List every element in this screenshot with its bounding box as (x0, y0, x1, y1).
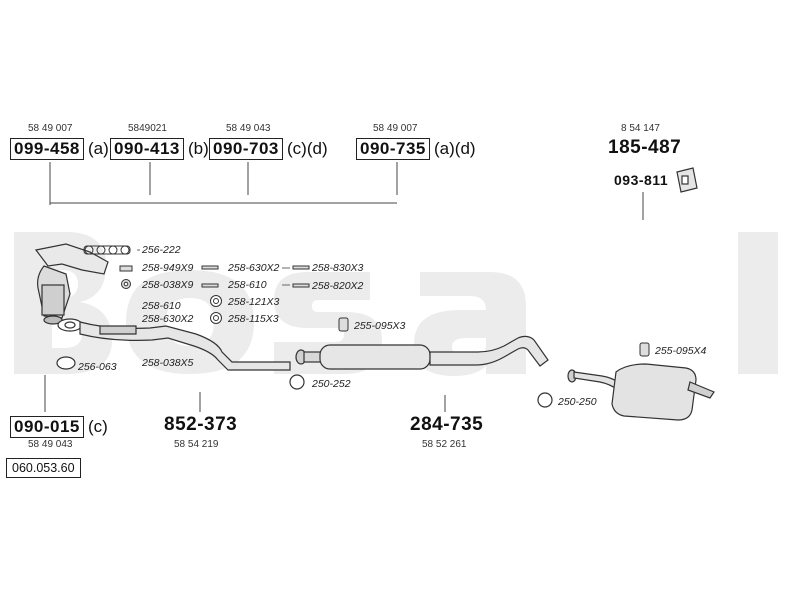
oe-number: 8 54 147 (621, 123, 660, 134)
part-label: 256-063 (78, 361, 117, 373)
part-label: 250-250 (558, 396, 597, 408)
part-label: 256-222 (142, 244, 181, 256)
oe-number: 58 52 261 (422, 439, 467, 450)
oe-number: 58 49 007 (28, 123, 73, 134)
clamp-icon (289, 374, 305, 390)
gasket-set-icon (83, 245, 131, 255)
oe-number: 58 49 007 (373, 123, 418, 134)
part-label: 258-830X3 (312, 262, 364, 274)
part-code-box[interactable]: 090-015 (10, 416, 84, 438)
front-pipe (56, 318, 291, 371)
part-suffix: (a)(d) (434, 139, 476, 158)
part-code-box[interactable]: 090-413 (110, 138, 184, 160)
manifold-catalyst (34, 243, 109, 325)
part-code-box[interactable]: 090-703 (209, 138, 283, 160)
center-silencer (289, 335, 553, 408)
part-label: 258-820X2 (312, 280, 364, 292)
part-label: 250-252 (312, 378, 351, 390)
part-code-sub[interactable]: 093-811 (614, 172, 669, 188)
part-label: 258-610 (142, 300, 181, 312)
part-label: 255-095X4 (655, 345, 707, 357)
part-code[interactable]: 852-373 (164, 414, 238, 435)
part-suffix: (c) (88, 417, 108, 436)
part-label: 258-630X2 (142, 313, 194, 325)
part-label: 258-630X2 (228, 262, 280, 274)
part-code-box[interactable]: 099-458 (10, 138, 84, 160)
part-label: 258-121X3 (228, 296, 280, 308)
part-label: 258-038X5 (142, 357, 194, 369)
part-label: 258-949X9 (142, 262, 194, 274)
oe-number: 58 54 219 (174, 439, 219, 450)
part-code-box[interactable]: 090-735 (356, 138, 430, 160)
oe-number: 5849021 (128, 123, 167, 134)
part-code[interactable]: 185-487 (608, 137, 682, 158)
part-label: 258-610 (228, 279, 267, 291)
part-suffix: (c)(d) (287, 139, 328, 158)
oe-number: 58 49 043 (226, 123, 271, 134)
reference-number: 060.053.60 (6, 458, 81, 478)
bracket-icon (676, 167, 698, 193)
rear-silencer (567, 363, 715, 421)
part-label: 258-038X9 (142, 279, 194, 291)
oe-number: 58 49 043 (28, 439, 73, 450)
bolt-icon (201, 265, 219, 270)
part-code[interactable]: 284-735 (410, 414, 484, 435)
part-suffix: (b) (188, 139, 209, 158)
part-label: 255-095X3 (354, 320, 406, 332)
part-label: 258-115X3 (228, 313, 279, 325)
part-suffix: (a) (88, 139, 109, 158)
stud-icon (119, 265, 133, 272)
